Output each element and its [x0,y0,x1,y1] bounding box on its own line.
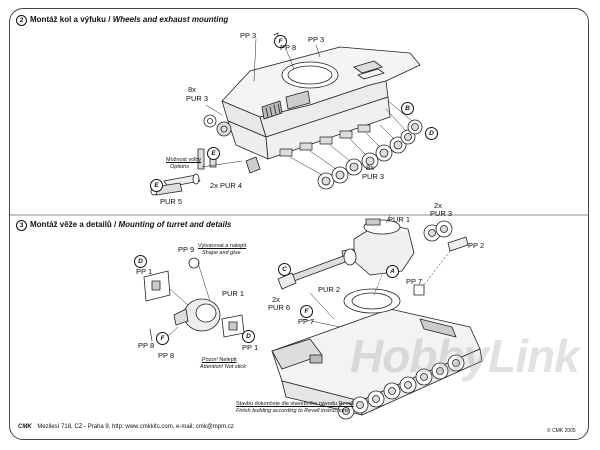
quantity-label: 2x [272,295,280,304]
part-label: PUR 3 [186,94,209,103]
footer: CMK Mezilesí 718, CZ - Praha 9, http: ww… [18,424,234,430]
step-number: 2 [16,15,27,26]
option-badge-d: D [425,127,438,140]
part-label: PP 9 [178,245,195,254]
option-badge-f: F [274,35,287,48]
part-label: PUR 6 [268,303,291,312]
part-label: PP 1 [136,267,153,276]
road-wheels-drawing [203,100,423,190]
quantity-label: 2x [434,201,442,210]
note-cz: Možnost volby [166,157,202,163]
brand-logo: CMK [18,424,32,430]
option-badge-d: D [242,330,255,343]
part-label: PUR 1 [388,215,411,224]
spare-wheels-drawing [423,220,469,286]
part-label: PUR 2 [318,285,341,294]
note-en: Options [170,164,189,170]
leader-lines-section2 [205,38,321,116]
step-number: 3 [16,220,27,231]
heading-cz: Montáž věže a detailů / [30,220,117,229]
heading-en: Wheels and exhaust mounting [112,15,229,24]
part-label: PUR 3 [430,209,453,218]
part-label: PP 8 [280,43,297,52]
part-label: PP 7 [406,277,423,286]
copyright: © CMK 2005 [547,428,576,434]
part-label: PP 1 [242,343,259,352]
option-badge-f: F [300,305,313,318]
finish-note-en: Finish building according to Revell inst… [236,408,349,414]
option-badge-e: E [207,147,220,160]
option-badge-a: A [386,265,399,278]
part-label: PUR 5 [160,197,183,206]
heading-en: Mounting of turret and details [118,220,232,229]
part-label: PP 7 [298,317,315,326]
option-badge-e: E [150,179,163,192]
finish-note-cz: Stavbu dokončete dle stavebního návodu R… [236,401,354,407]
option-badge-b: B [401,102,414,115]
turret-part-drawing [143,257,245,344]
option-badge-f: F [156,332,169,345]
part-label: PP 3 [240,31,257,40]
part-label: PP 8 [158,351,175,360]
part-label: PP 3 [308,35,325,44]
quantity-label: 8x [188,85,196,94]
part-label: PP 2 [468,241,485,250]
part-label: 2x PUR 4 [210,181,243,190]
option-badge-d: D [134,255,147,268]
part-label: PUR 1 [222,289,245,298]
part-label: PP 8 [138,341,155,350]
warning-en: Attention! Not stick [200,364,246,370]
tank-assembled-drawing [271,214,483,420]
note-cz: Vytvarovat a nalepit [198,243,247,249]
quantity-label: 8x [366,163,374,172]
heading-cz: Montáž kol a výfuku / [30,15,111,24]
option-badge-c: C [278,263,291,276]
part-label: PUR 3 [362,172,385,181]
note-en: Shape and glue [202,250,241,256]
footer-address: Mezilesí 718, CZ - Praha 9, http: www.cm… [37,424,234,430]
hull-upper-drawing [216,46,421,174]
warning-cz: Pozor! Nelepit [202,357,237,363]
